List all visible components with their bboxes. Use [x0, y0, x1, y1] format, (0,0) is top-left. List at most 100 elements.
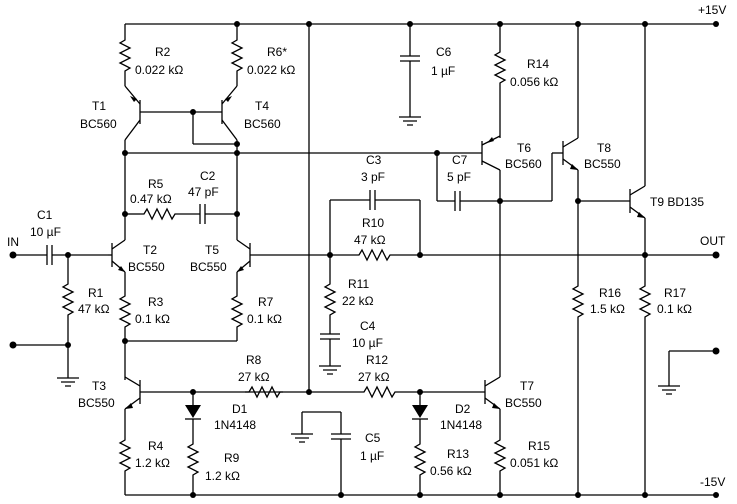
- ground-c6: [398, 116, 422, 126]
- t7-value: BC550: [505, 396, 542, 410]
- t2-transistor: [108, 239, 126, 273]
- t6-value: BC560: [505, 157, 542, 171]
- t3-ref: T3: [92, 379, 106, 393]
- c7-capacitor: [454, 191, 461, 211]
- r15-ref: R15: [528, 439, 550, 453]
- t2-value: BC550: [128, 260, 165, 274]
- t9-label: T9 BD135: [650, 195, 704, 209]
- ground-input: [56, 377, 80, 387]
- d2-value: 1N4148: [440, 418, 482, 432]
- ground-output: [657, 385, 681, 395]
- ground-c5: [290, 433, 314, 443]
- c2-ref: C2: [200, 169, 216, 183]
- t7-transistor: [484, 376, 501, 410]
- t6-transistor: [481, 135, 501, 171]
- r12-ref: R12: [366, 353, 388, 367]
- t5-transistor: [236, 239, 330, 273]
- t1-transistor: [124, 85, 193, 141]
- r17-ref: R17: [664, 286, 686, 300]
- t5-value: BC550: [190, 260, 227, 274]
- c7-ref: C7: [452, 153, 468, 167]
- r14-resistor: [494, 47, 506, 87]
- r16-value: 1.5 kΩ: [590, 302, 625, 316]
- t1-value: BC560: [80, 117, 117, 131]
- c3-value: 3 pF: [361, 170, 385, 184]
- c6-value: 1 µF: [431, 64, 455, 78]
- r9-ref: R9: [224, 451, 240, 465]
- r7-resistor: [231, 291, 243, 331]
- r10-ref: R10: [362, 216, 384, 230]
- c4-value: 10 µF: [352, 336, 383, 350]
- r11-resistor: [324, 279, 336, 319]
- c5-ref: C5: [365, 431, 381, 445]
- r8-ref: R8: [246, 353, 262, 367]
- r3-ref: R3: [148, 295, 164, 309]
- t6-ref: T6: [517, 141, 531, 155]
- t8-value: BC550: [584, 157, 621, 171]
- r6-resistor: [231, 35, 243, 75]
- t2-ref: T2: [143, 243, 157, 257]
- r5-resistor: [139, 208, 179, 220]
- input-label: IN: [7, 235, 19, 249]
- c7-value: 5 pF: [447, 170, 471, 184]
- r6-value: 0.022 kΩ: [247, 63, 295, 77]
- r15-resistor: [494, 435, 506, 475]
- c3-ref: C3: [366, 153, 382, 167]
- d2-diode: [412, 392, 428, 440]
- r9-resistor: [187, 439, 199, 479]
- output-terminal: [712, 251, 720, 259]
- c6-capacitor: [400, 55, 420, 62]
- c6-ref: C6: [436, 45, 452, 59]
- c5-value: 1 µF: [360, 449, 384, 463]
- r7-value: 0.1 kΩ: [247, 312, 282, 326]
- c1-capacitor: [46, 245, 53, 265]
- d1-value: 1N4148: [214, 418, 256, 432]
- t8-ref: T8: [597, 141, 611, 155]
- r13-value: 0.56 kΩ: [430, 464, 472, 478]
- c4-ref: C4: [360, 319, 376, 333]
- r16-resistor: [572, 281, 584, 321]
- r14-value: 0.056 kΩ: [510, 75, 558, 89]
- r10-value: 47 kΩ: [354, 233, 386, 247]
- positive-rail-label: +15V: [698, 3, 726, 17]
- t7-ref: T7: [520, 379, 534, 393]
- r12-value: 27 kΩ: [358, 370, 390, 384]
- t4-transistor: [193, 85, 238, 141]
- c4-capacitor: [320, 333, 340, 340]
- t8-transistor: [551, 137, 579, 201]
- ground-c4: [318, 365, 342, 375]
- c3-capacitor: [369, 190, 376, 210]
- d1-ref: D1: [232, 402, 248, 416]
- r13-ref: R13: [447, 447, 469, 461]
- r5-ref: R5: [148, 177, 164, 191]
- c1-ref: C1: [37, 208, 53, 222]
- r10-resistor: [354, 249, 394, 261]
- r3-value: 0.1 kΩ: [135, 312, 170, 326]
- t9-transistor: [629, 185, 646, 219]
- r2-resistor: [119, 35, 131, 75]
- r17-value: 0.1 kΩ: [657, 302, 692, 316]
- r12-resistor: [359, 386, 399, 398]
- r3-resistor: [119, 291, 131, 331]
- r13-resistor: [414, 439, 426, 479]
- d1-diode: [185, 392, 201, 440]
- r15-value: 0.051 kΩ: [510, 456, 558, 470]
- r11-value: 22 kΩ: [342, 294, 374, 308]
- t1-ref: T1: [92, 99, 106, 113]
- t3-value: BC550: [78, 396, 115, 410]
- r2-ref: R2: [155, 45, 171, 59]
- r2-value: 0.022 kΩ: [135, 63, 183, 77]
- c5-capacitor: [331, 433, 351, 440]
- c2-value: 47 pF: [188, 185, 219, 199]
- negative-rail-label: -15V: [700, 475, 725, 489]
- r6-ref: R6*: [267, 45, 287, 59]
- c1-value: 10 µF: [30, 225, 61, 239]
- r11-ref: R11: [348, 277, 369, 291]
- r7-ref: R7: [258, 295, 274, 309]
- r14-ref: R14: [527, 57, 549, 71]
- r4-value: 1.2 kΩ: [135, 456, 170, 470]
- r1-value: 47 kΩ: [78, 302, 110, 316]
- r16-ref: R16: [599, 286, 621, 300]
- t3-transistor: [124, 376, 309, 410]
